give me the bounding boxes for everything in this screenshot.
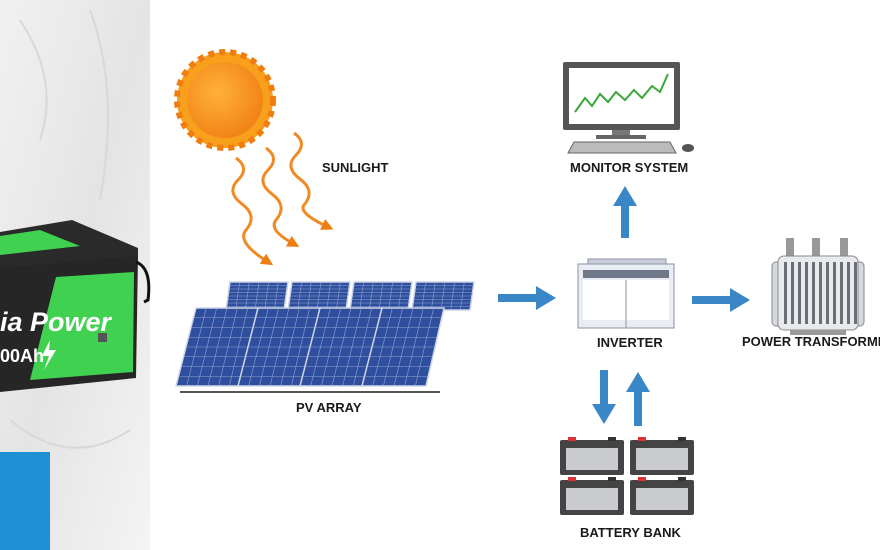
mouse-icon: [682, 144, 694, 152]
lithium-battery-image: ia Power 00Ah: [0, 220, 151, 392]
sun-icon: [174, 49, 276, 151]
battery-brand-text: ia Power: [0, 307, 113, 337]
arrow-pv-to-inverter: [498, 286, 556, 310]
arrow-battery-to-inverter: [626, 372, 650, 426]
arrow-inverter-to-transformer: [692, 288, 750, 312]
qr-code: [98, 333, 107, 342]
pv-panel-back: [411, 281, 475, 311]
pv-panel-back: [349, 281, 413, 311]
blue-block: [0, 452, 50, 550]
pv-panel-front: [237, 307, 321, 387]
pv-panel-back: [225, 281, 289, 311]
sunlight-label: SUNLIGHT: [322, 160, 389, 175]
pv-panel-back: [287, 281, 351, 311]
keyboard-icon: [567, 141, 677, 154]
lightning-icon: [42, 340, 56, 370]
pv-panel-front: [361, 307, 445, 387]
power-transformer-icon: [771, 238, 865, 335]
product-photo-panel: ia Power 00Ah: [0, 0, 151, 550]
battery-unit: [560, 437, 624, 475]
battery-bank-label: BATTERY BANK: [580, 525, 681, 540]
flow-arrows: [498, 186, 750, 426]
battery-unit: [630, 477, 694, 515]
arrow-inverter-to-monitor: [613, 186, 637, 238]
sunlight-rays: [231, 131, 334, 266]
battery-unit: [560, 477, 624, 515]
pv-array-icon: [175, 281, 475, 393]
inverter-icon: [577, 258, 675, 329]
monitor-icon: [563, 62, 694, 154]
monitor-system-label: MONITOR SYSTEM: [570, 160, 688, 175]
battery-bank-icon: [560, 437, 694, 515]
arrow-inverter-to-battery: [592, 370, 616, 424]
pv-array-label: PV ARRAY: [296, 400, 362, 415]
battery-unit: [630, 437, 694, 475]
power-transformer-label: POWER TRANSFORMER: [742, 334, 880, 349]
battery-capacity-text: 00Ah: [0, 346, 44, 366]
inverter-label: INVERTER: [597, 335, 663, 350]
